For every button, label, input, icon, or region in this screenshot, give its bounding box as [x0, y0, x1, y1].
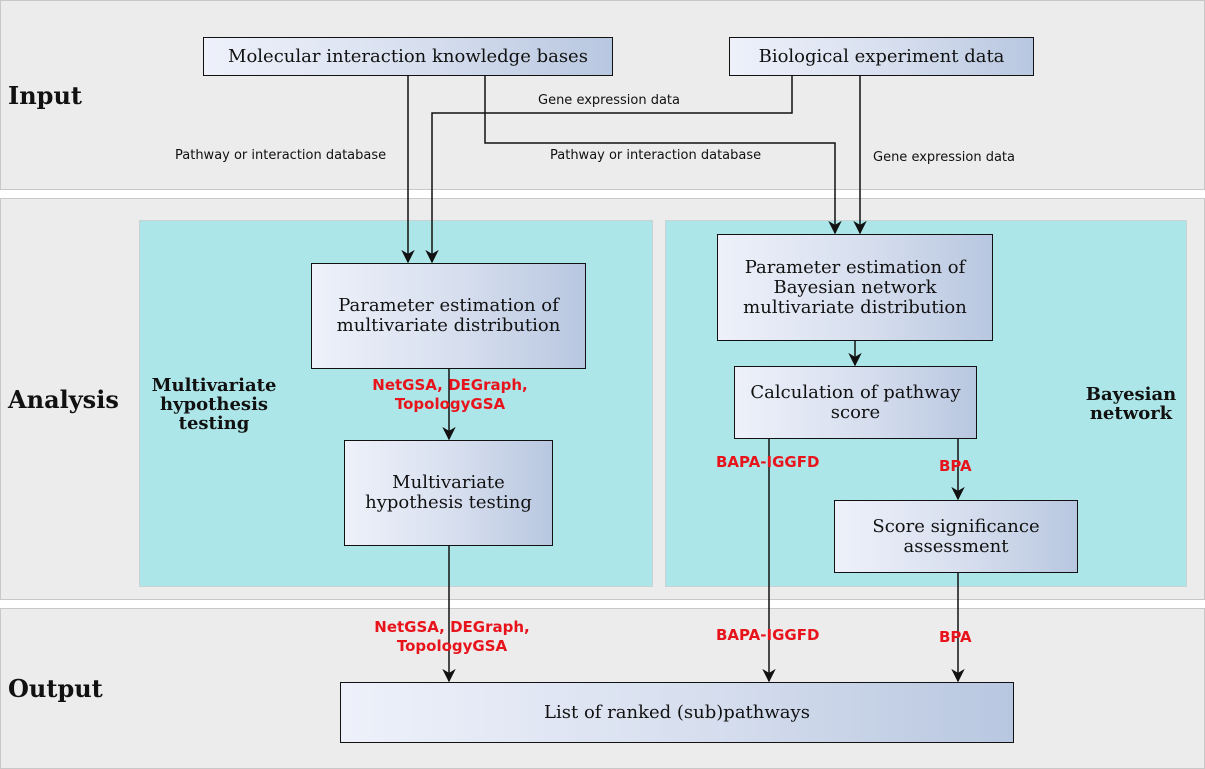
pathway-db-label-1: Pathway or interaction database — [175, 148, 387, 163]
analysis-section-label: Analysis — [8, 385, 119, 414]
input-band — [0, 0, 1205, 190]
pathway-db-label-2: Pathway or interaction database — [550, 148, 762, 163]
gene-expression-label-2: Gene expression data — [873, 150, 1015, 165]
multivariate-panel-label-line1: Multivariate — [151, 375, 277, 396]
method-label-bapa-analysis: BAPA-IGGFD — [716, 453, 820, 471]
param-mv-box: Parameter estimation of multivariate dis… — [311, 263, 586, 369]
ranked-list-box: List of ranked (sub)pathways — [340, 682, 1014, 743]
bayesian-panel-label-line2: network — [1089, 403, 1173, 424]
method-label-bpa-output: BPA — [939, 628, 972, 646]
method-label-netgsa-output-line2: TopologyGSA — [396, 637, 508, 655]
mv-testing-box: Multivariate hypothesis testing — [344, 440, 553, 546]
significance-box: Score significance assessment — [834, 500, 1078, 573]
multivariate-panel-label: Multivariate hypothesis testing — [140, 376, 288, 433]
multivariate-panel-label-line3: testing — [178, 413, 250, 434]
arrow-kb-to-param-bn — [484, 76, 842, 235]
method-label-bpa-analysis: BPA — [939, 457, 972, 475]
method-label-netgsa-output-line1: NetGSA, DEGraph, — [374, 618, 530, 636]
gene-expression-label-1: Gene expression data — [538, 93, 680, 108]
method-label-bapa-output: BAPA-IGGFD — [716, 626, 820, 644]
pathway-score-box: Calculation of pathway score — [734, 366, 977, 439]
output-section-label: Output — [8, 674, 103, 703]
arrow-expr-to-param-mv — [425, 76, 793, 264]
bayesian-panel-label: Bayesian network — [1072, 385, 1190, 423]
knowledge-bases-box: Molecular interaction knowledge bases — [203, 37, 613, 76]
bayesian-panel-label-line1: Bayesian — [1085, 384, 1177, 405]
param-bn-box: Parameter estimation of Bayesian network… — [717, 234, 993, 341]
method-label-netgsa-output: NetGSA, DEGraph, TopologyGSA — [352, 618, 552, 656]
multivariate-panel-label-line2: hypothesis — [159, 394, 269, 415]
experiment-data-box: Biological experiment data — [729, 37, 1034, 76]
input-section-label: Input — [8, 81, 82, 110]
method-label-netgsa-analysis: NetGSA, DEGraph, TopologyGSA — [350, 376, 550, 414]
method-label-netgsa-analysis-line2: TopologyGSA — [394, 395, 506, 413]
method-label-netgsa-analysis-line1: NetGSA, DEGraph, — [372, 376, 528, 394]
